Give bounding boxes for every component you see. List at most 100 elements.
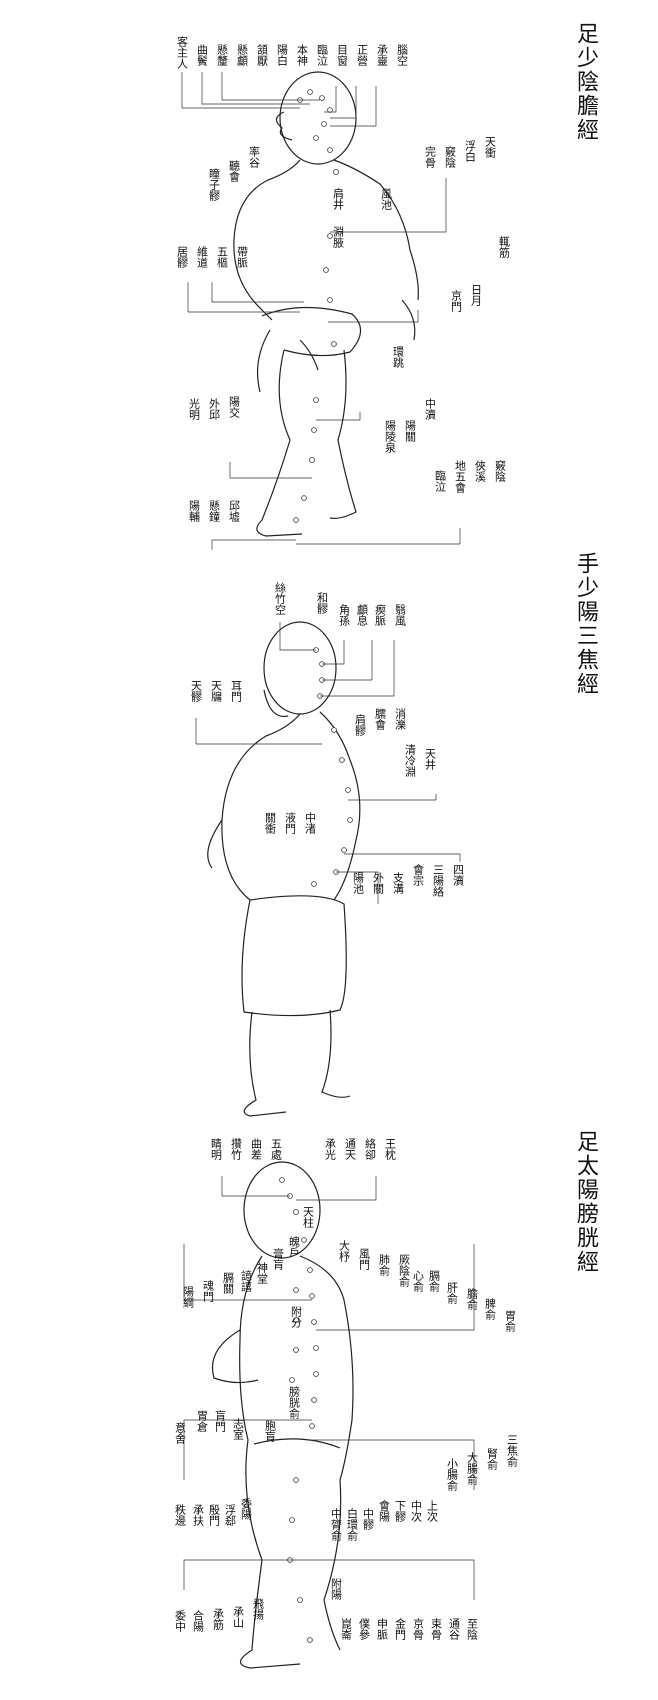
point-label: 白環俞 <box>345 1508 359 1541</box>
point-label: 陽關 <box>403 420 417 442</box>
point-label: 天牖 <box>209 680 223 702</box>
point-label: 王枕 <box>383 1138 397 1160</box>
figure-gallbladder <box>233 71 419 537</box>
point-label: 懸釐 <box>215 44 229 66</box>
point-label: 中膂俞 <box>329 1508 343 1541</box>
point-label: 懸顱 <box>235 44 249 66</box>
point-label: 本神 <box>295 44 309 66</box>
point-label: 懸鐘 <box>207 500 221 522</box>
point-label: 四瀆 <box>451 864 465 886</box>
point-label: 膈關 <box>221 1272 235 1294</box>
point-label: 僕參 <box>357 1618 371 1640</box>
point-label: 承筋 <box>211 1608 225 1630</box>
point-label: 膀胱俞 <box>287 1386 301 1419</box>
point-label: 飛揚 <box>251 1598 265 1620</box>
figure-bladder <box>212 1161 354 1669</box>
point-label: 輒筋 <box>497 236 511 258</box>
point-label: 聽會 <box>227 160 241 182</box>
points-bladder <box>279 1177 319 1643</box>
point-label: 風門 <box>357 1248 371 1270</box>
point-label: 下髎 <box>393 1500 407 1522</box>
point-label: 目窗 <box>335 44 349 66</box>
leader-lines-bladder <box>183 1176 475 1600</box>
point-label: 瘈脈 <box>373 604 387 626</box>
point-label: 睛明 <box>209 1138 223 1160</box>
point-label: 曲鬢 <box>195 44 209 66</box>
point-label: 腦空 <box>395 44 409 66</box>
point-label: 意舍 <box>173 1422 187 1444</box>
point-label: 中渚 <box>303 812 317 834</box>
point-label: 客主人 <box>175 36 189 69</box>
point-label: 胞肓 <box>263 1420 277 1442</box>
point-label: 臨泣 <box>315 44 329 66</box>
point-label: 陽輔 <box>187 500 201 522</box>
point-label: 攢竹 <box>229 1138 243 1160</box>
point-label: 陽白 <box>275 44 289 66</box>
point-label: 邱墟 <box>227 500 241 522</box>
point-label: 日月 <box>469 284 483 306</box>
point-label: 環跳 <box>391 346 405 368</box>
point-label: 膏肓 <box>271 1248 285 1270</box>
point-label: 翳風 <box>393 604 407 626</box>
point-label: 京骨 <box>411 1618 425 1640</box>
point-label: 厥陰俞 <box>397 1254 411 1287</box>
point-label: 瞳子髎 <box>207 168 221 201</box>
point-label: 絡卻 <box>363 1138 377 1160</box>
point-label: 肩髎 <box>353 714 367 736</box>
point-label: 魄戶 <box>287 1236 301 1258</box>
point-label: 臨泣 <box>433 470 447 492</box>
point-label: 居髎 <box>175 246 189 268</box>
point-label: 天衝 <box>483 136 497 158</box>
point-label: 承山 <box>231 1606 245 1628</box>
point-label: 至陰 <box>465 1618 479 1640</box>
point-label: 通天 <box>343 1138 357 1160</box>
point-label: 肓門 <box>213 1410 227 1432</box>
point-label: 會陽 <box>377 1500 391 1522</box>
point-label: 胃倉 <box>195 1410 209 1432</box>
point-label: 浮白 <box>463 140 477 162</box>
point-label: 天柱 <box>301 1206 315 1228</box>
point-label: 魂門 <box>201 1280 215 1302</box>
point-label: 俠溪 <box>473 460 487 482</box>
point-label: 通谷 <box>447 1618 461 1640</box>
title-sanjiao-meridian: 手少陽三焦經 <box>573 552 598 696</box>
point-label: 臑會 <box>373 708 387 730</box>
point-label: 陽池 <box>351 872 365 894</box>
point-label: 完骨 <box>423 146 437 168</box>
point-label: 中髎 <box>361 1508 375 1530</box>
point-label: 耳門 <box>229 680 243 702</box>
point-label: 承光 <box>323 1138 337 1160</box>
point-label: 膽俞 <box>465 1288 479 1310</box>
point-label: 上次 <box>425 1500 439 1522</box>
point-label: 金門 <box>393 1618 407 1640</box>
point-label: 附陽 <box>329 1578 343 1600</box>
point-label: 神堂 <box>255 1262 269 1284</box>
point-label: 五處 <box>269 1138 283 1160</box>
point-label: 委陽 <box>239 1498 253 1520</box>
point-label: 小腸俞 <box>445 1458 459 1491</box>
point-label: 三焦俞 <box>505 1434 519 1467</box>
point-label: 大腸俞 <box>465 1452 479 1485</box>
point-label: 肝俞 <box>445 1282 459 1304</box>
point-label: 脾俞 <box>483 1298 497 1320</box>
point-label: 外關 <box>371 872 385 894</box>
point-label: 胃俞 <box>503 1310 517 1332</box>
point-label: 外邱 <box>207 398 221 420</box>
point-label: 清冷淵 <box>403 744 417 777</box>
point-label: 淵腋 <box>331 226 345 248</box>
point-label: 合陽 <box>191 1610 205 1632</box>
point-label: 陽綱 <box>181 1286 195 1308</box>
point-label: 竅陰 <box>493 460 507 482</box>
point-label: 陽交 <box>227 396 241 418</box>
point-label: 肩井 <box>331 188 345 210</box>
point-label: 率谷 <box>247 146 261 168</box>
point-label: 天髎 <box>189 680 203 702</box>
point-label: 絲竹空 <box>273 582 287 615</box>
point-label: 京門 <box>449 290 463 312</box>
point-label: 大杼 <box>337 1240 351 1262</box>
point-label: 腎俞 <box>485 1448 499 1470</box>
point-label: 液門 <box>283 812 297 834</box>
point-label: 維道 <box>195 246 209 268</box>
point-label: 志室 <box>231 1418 245 1440</box>
